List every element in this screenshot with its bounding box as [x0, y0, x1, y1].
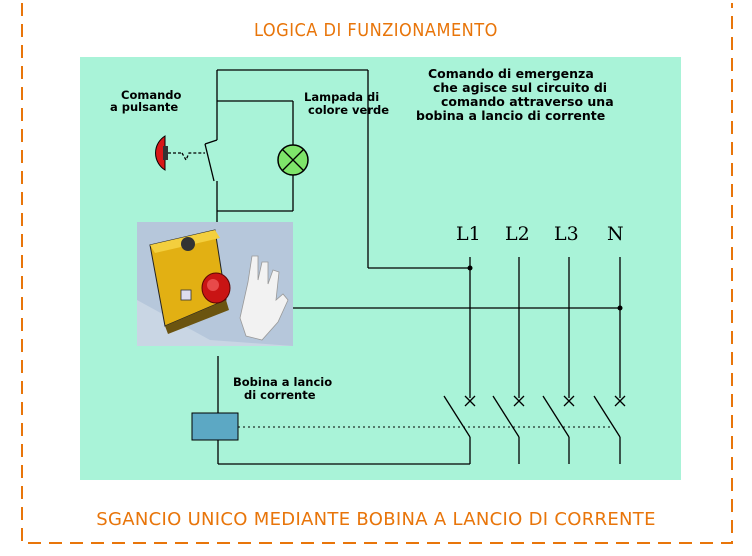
- phase-label-l3: L3: [554, 223, 579, 245]
- comando-label-2: a pulsante: [110, 100, 179, 114]
- contact-stub: [204, 139, 218, 145]
- lampada-label-2: colore verde: [308, 103, 390, 117]
- emergenza-label-1: Comando di emergenza: [428, 66, 594, 81]
- coil-icon: [191, 412, 239, 441]
- bobina-label-2: di corrente: [244, 388, 316, 402]
- page-title: LOGICA DI FUNZIONAMENTO: [254, 20, 498, 41]
- phase-label-l2: L2: [505, 223, 530, 245]
- bobina-label-1: Bobina a lancio: [233, 375, 333, 389]
- footer-caption: SGANCIO UNICO MEDIANTE BOBINA A LANCIO D…: [96, 509, 656, 530]
- phase-label-n: N: [607, 223, 624, 245]
- button-stem: [163, 146, 168, 160]
- emergenza-label-4: bobina a lancio di corrente: [416, 108, 606, 123]
- mushroom-button-icon: [155, 135, 166, 171]
- comando-label-1: Comando: [121, 88, 182, 102]
- junction-l1: [467, 265, 473, 271]
- breaker: [443, 257, 626, 464]
- lamp-cross-2: [281, 148, 305, 172]
- emergency-button-photo: [137, 222, 293, 346]
- emergenza-label-2: che agisce sul circuito di: [433, 80, 608, 95]
- lampada-label-1: Lampada di: [304, 90, 380, 104]
- actuator-link-tail: [181, 152, 205, 162]
- emergenza-label-3: comando attraverso una: [441, 94, 614, 109]
- pushbutton-contact: [204, 143, 215, 182]
- junction-n: [617, 305, 623, 311]
- phase-label-l1: L1: [456, 223, 481, 245]
